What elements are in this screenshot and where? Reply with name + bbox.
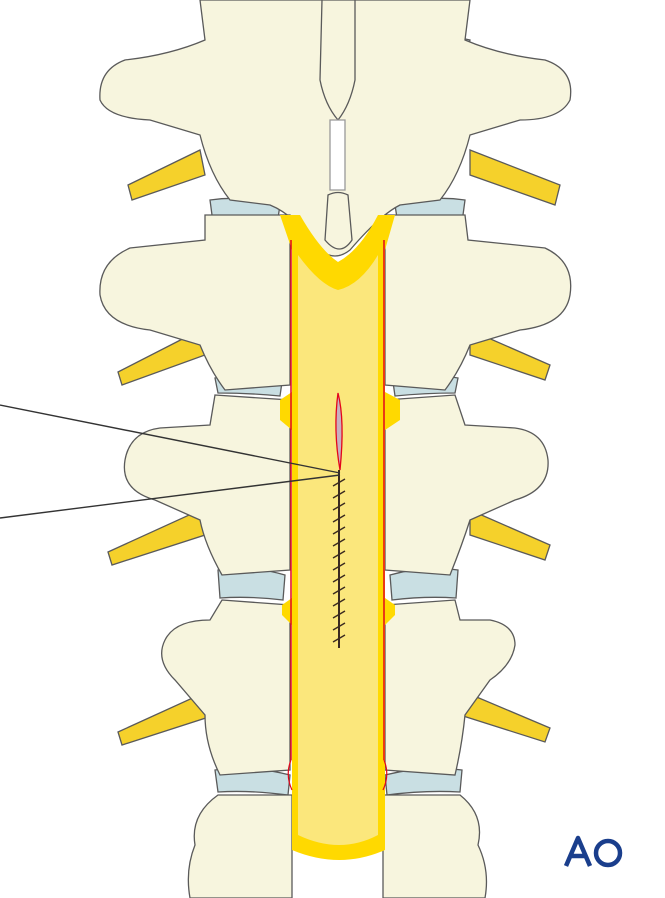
vertebra-3	[123, 394, 291, 576]
suture-stitch	[332, 550, 346, 559]
suture-stitch	[332, 622, 346, 631]
suture-stitch	[332, 502, 346, 511]
nerve-roots	[107, 149, 561, 746]
pointer-line-1	[0, 404, 341, 474]
suture-stitch	[332, 526, 346, 535]
vertebra-3-right	[384, 394, 549, 576]
suture-stitch	[332, 478, 346, 487]
vertebra-4	[161, 599, 291, 776]
suture-stitch	[332, 538, 346, 547]
suture-stitch	[332, 490, 346, 499]
vertebra-4-right	[384, 599, 516, 776]
durotomy-suture	[332, 392, 346, 648]
vertebra-5	[187, 794, 293, 898]
pointer-line-2	[0, 474, 341, 519]
suture-stitch	[332, 514, 346, 523]
suture-stitches	[332, 478, 346, 643]
suture-stitch	[332, 562, 346, 571]
suture-stitch	[332, 586, 346, 595]
spinous-process-lower	[324, 191, 353, 250]
suture-stitch	[332, 610, 346, 619]
vertebra-2	[99, 214, 291, 391]
suture-stitch	[332, 598, 346, 607]
ao-logo	[563, 835, 623, 868]
vertebra-5-right	[382, 794, 488, 898]
interspinous-ligament	[329, 119, 346, 191]
vertebra-2-right	[384, 214, 572, 391]
suture-stitch	[332, 634, 346, 643]
suture-stitch	[332, 574, 346, 583]
